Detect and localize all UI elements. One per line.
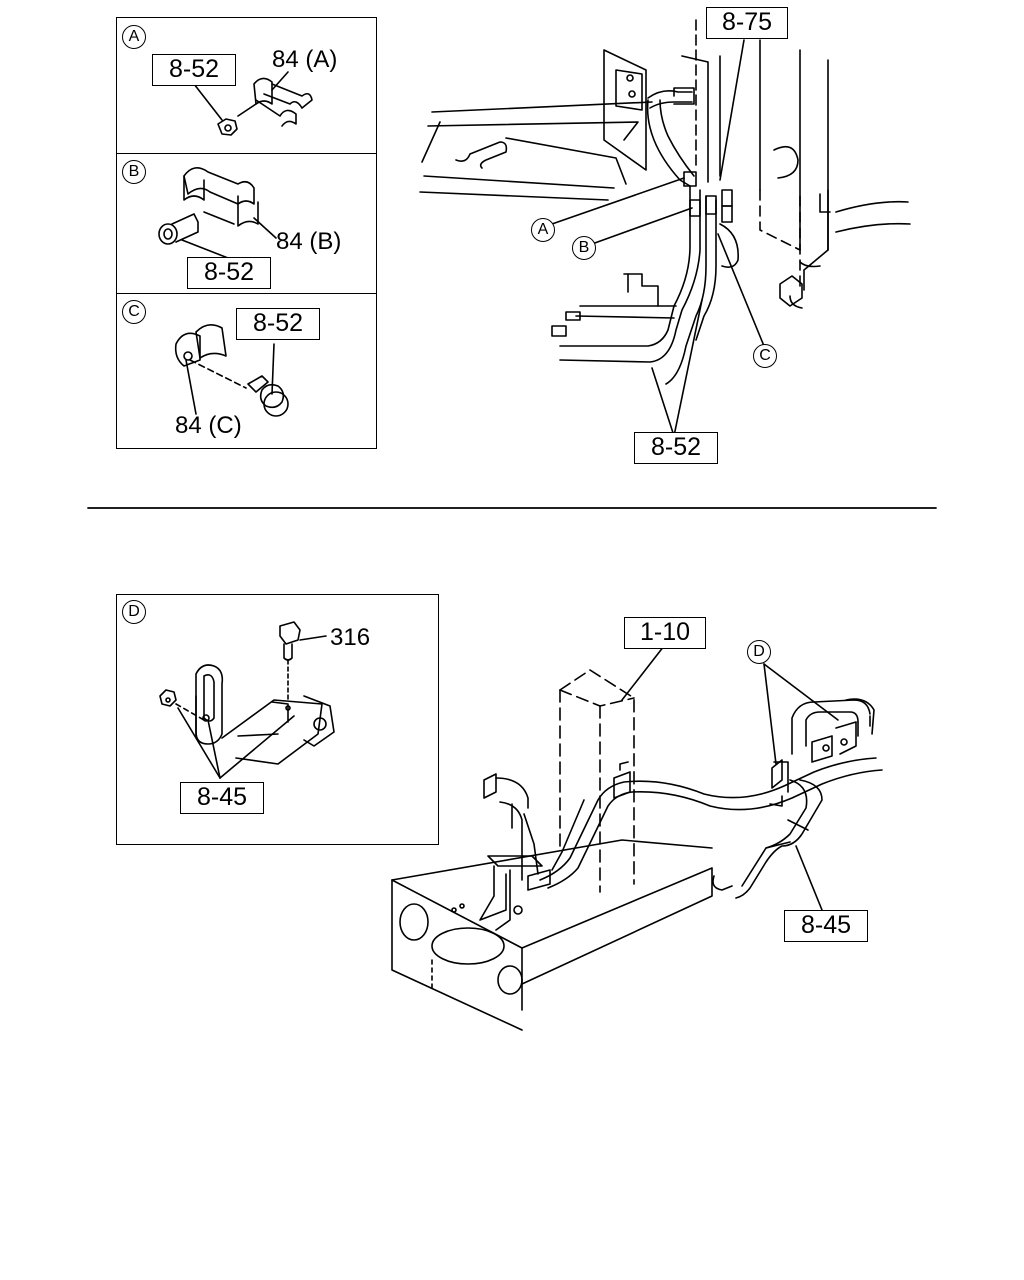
detail-marker-a: A: [122, 25, 146, 49]
frame-and-hoses-top: [419, 19, 911, 437]
part-ref-8-52-b: 8-52: [187, 257, 271, 289]
part-ref-8-45-main: 8-45: [784, 910, 868, 942]
detail-panel-d: [116, 594, 439, 845]
detail-marker-b: B: [122, 160, 146, 184]
clamp-a-drawing: [193, 71, 313, 136]
part-ref-8-75: 8-75: [706, 7, 788, 39]
clamp-84c-label: 84 (C): [175, 412, 242, 439]
callout-a: A: [531, 218, 555, 242]
part-ref-8-52-a: 8-52: [152, 54, 236, 86]
clamp-c-drawing: [174, 324, 289, 417]
detail-marker-d: D: [122, 600, 146, 624]
clamp-84a-label: 84 (A): [272, 46, 338, 73]
part-ref-1-10: 1-10: [624, 617, 706, 649]
detail-marker-c: C: [122, 300, 146, 324]
clamp-d-drawing: [159, 621, 335, 779]
bolt-316-label: 316: [330, 624, 371, 651]
clamp-84b-label: 84 (B): [276, 228, 342, 255]
part-ref-8-52-c: 8-52: [236, 308, 320, 340]
part-ref-8-45-d: 8-45: [180, 782, 264, 814]
callout-c: C: [753, 344, 777, 368]
callout-d: D: [747, 640, 771, 664]
detail-panel-c: [116, 293, 377, 449]
part-ref-8-52-main: 8-52: [634, 432, 718, 464]
clamp-b-drawing: [158, 167, 277, 259]
frame-and-hoses-bottom: [391, 645, 883, 1031]
callout-b: B: [572, 236, 596, 260]
